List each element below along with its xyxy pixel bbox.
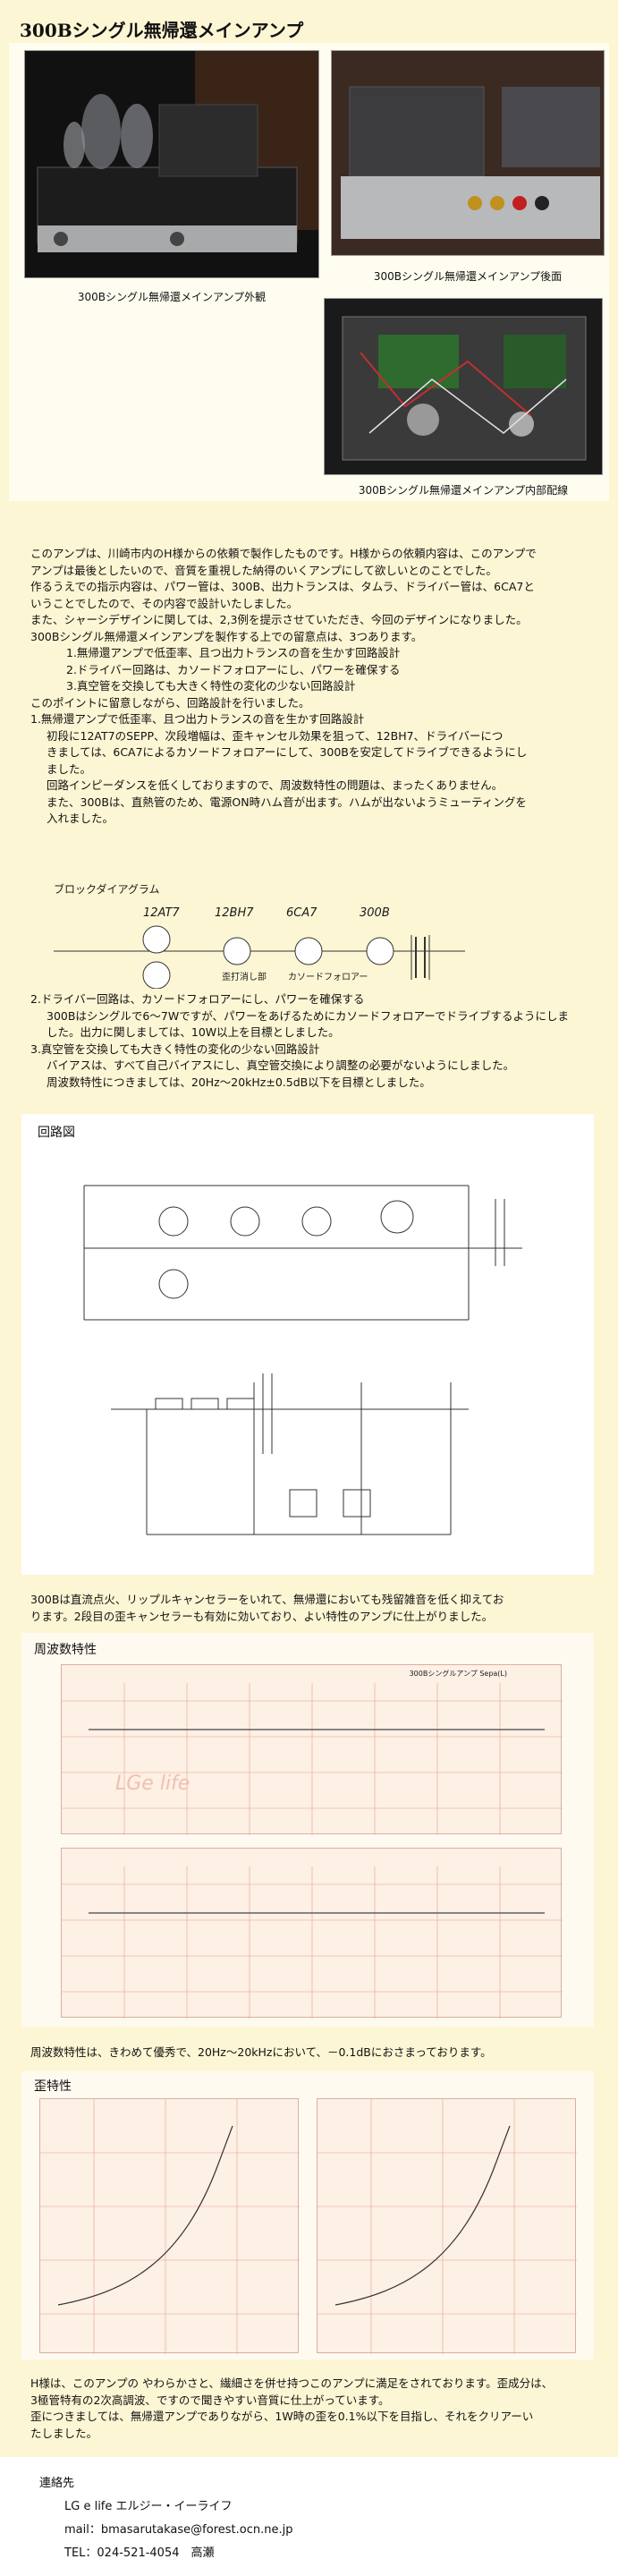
dist-graph-right bbox=[317, 2098, 577, 2354]
schematic-drawing bbox=[83, 1185, 522, 1535]
freq-graph-1: 300Bシングルアンプ Sepa(L) LGe life bbox=[61, 1664, 563, 1835]
point1-body-line: 回路インピーダンスを低くしておりますので、周波数特性の問題は、まったくありません… bbox=[47, 778, 504, 792]
cathode-label: カソードフォロアー bbox=[288, 973, 368, 982]
noise-line: 300Bは直流点火、リップルキャンセラーをいれて、無帰還においても残留雑音を低く… bbox=[30, 1593, 504, 1606]
point1-line: 1.無帰還アンプで低歪率、且つ出力トランスの音を生かす回路設計 bbox=[30, 712, 365, 726]
phase-label: 歪打消し部 bbox=[222, 973, 267, 982]
intro-line: 作るうえでの指示内容は、パワー管は、300B、出力トランスは、タムラ、ドライバー… bbox=[30, 580, 535, 593]
point1-body-line: また、300Bは、直熱管のため、電源ON時ハム音が出ます。ハムが出ないようミュー… bbox=[47, 795, 527, 809]
amp-front-image bbox=[25, 51, 318, 277]
point-item: 1.無帰還アンプで低歪率、且つ出力トランスの音を生かす回路設計 bbox=[66, 646, 401, 659]
front-photo bbox=[24, 50, 319, 278]
point2-line: 300Bはシングルで6～7Wですが、パワーをあげるためにカソードフォロアーでドラ… bbox=[47, 1008, 569, 1023]
contact-mail[interactable]: mail：bmasarutakase@forest.ocn.ne.jp bbox=[64, 2523, 293, 2537]
point2-text: 2.ドライバー回路は、カソードフォロアーにし、パワーを確保する 300Bはシング… bbox=[30, 991, 569, 1091]
dist-panel: 歪特性 bbox=[21, 2071, 594, 2359]
closing-line: 歪につきましては、無帰還アンプでありながら、1W時の歪を0.1%以下を目指し、そ… bbox=[30, 2410, 534, 2423]
inside-photo bbox=[324, 298, 603, 475]
schematic-panel: 回路図 bbox=[21, 1114, 594, 1575]
freq-grid-1 bbox=[62, 1683, 563, 1835]
intro-text: このアンプは、川崎市内のH様からの依頼で製作したものです。H様からの依頼内容は、… bbox=[30, 546, 537, 828]
point-item: 2.ドライバー回路は、カソードフォロアーにし、パワーを確保する bbox=[66, 662, 401, 676]
block-diagram-title: ブロックダイアグラム bbox=[54, 883, 160, 896]
point1-body-line: 入れました。 bbox=[47, 812, 114, 825]
schematic-title: 回路図 bbox=[38, 1126, 75, 1140]
point2-line: バイアスは、すべて自己バイアスにし、真空管交換により調整の必要がないようにしまし… bbox=[47, 1058, 515, 1072]
intro-line: このアンプは、川崎市内のH様からの依頼で製作したものです。H様からの依頼内容は、… bbox=[30, 547, 537, 560]
tube-label: 12BH7 bbox=[215, 906, 254, 920]
intro-line: 300Bシングル無帰還メインアンプを製作する上での留意点は、3つあります。 bbox=[30, 629, 423, 643]
rear-photo-caption: 300Bシングル無帰還メインアンプ後面 bbox=[373, 270, 563, 283]
dist-graph-left bbox=[39, 2098, 300, 2354]
noise-line: ります。2段目の歪キャンセラーも有効に効いており、よい特性のアンプに仕上がりまし… bbox=[30, 1609, 494, 1623]
front-photo-caption: 300Bシングル無帰還メインアンプ外観 bbox=[77, 291, 267, 303]
intro-line: いうことでしたので、その内容で設計いたしました。 bbox=[30, 596, 299, 610]
freq-panel: 周波数特性 300Bシングルアンプ Sepa(L) LGe life bbox=[21, 1633, 594, 2027]
contact-footer: 連絡先 LG e life エルジー・イーライフ mail：bmasarutak… bbox=[0, 2457, 618, 2576]
point2-line: 2.ドライバー回路は、カソードフォロアーにし、パワーを確保する bbox=[30, 992, 365, 1006]
point2-line: 周波数特性につきましては、20Hz～20kHz±0.5dB以下を目標としました。 bbox=[47, 1075, 431, 1089]
point2-line: した。出力に関しましては、10W以上を目標としました。 bbox=[47, 1025, 340, 1039]
intro-line: また、シャーシデザインに関しては、2,3例を提示させていただき、今回のデザインに… bbox=[30, 613, 528, 626]
point1-body-line: ました。 bbox=[47, 761, 92, 776]
freq-graph-2 bbox=[61, 1848, 563, 2019]
tube-label: 6CA7 bbox=[286, 906, 317, 920]
dist-grid-left bbox=[40, 2099, 300, 2354]
rear-photo bbox=[331, 50, 605, 256]
photo-panel: 300Bシングル無帰還メインアンプ外観 300Bシングル無帰還メインアンプ後面 … bbox=[9, 43, 609, 501]
page-title: 300Bシングル無帰還メインアンプ bbox=[20, 20, 304, 41]
point1-body-line: 初段に12AT7のSEPP、次段増幅は、歪キャンセル効果を狙って、12BH7、ド… bbox=[47, 728, 504, 743]
closing-line: H様は、このアンプの やわらかさと、繊細さを併せ持つこのアンプに満足をされており… bbox=[30, 2376, 554, 2390]
inside-photo-caption: 300Bシングル無帰還メインアンプ内部配線 bbox=[358, 484, 569, 497]
amp-inside-image bbox=[325, 299, 602, 474]
block-diagram-drawing bbox=[54, 925, 465, 989]
dist-grid-right bbox=[317, 2099, 577, 2354]
tube-label: 300B bbox=[360, 906, 390, 920]
amp-rear-image bbox=[332, 51, 604, 255]
point-item: 3.真空管を交換しても大きく特性の変化の少ない回路設計 bbox=[66, 679, 356, 693]
dist-title: 歪特性 bbox=[34, 2079, 72, 2094]
point1-line: このポイントに留意しながら、回路設計を行いました。 bbox=[30, 695, 310, 710]
closing-line: 3極管特有の2次高調波、ですので聞きやすい音質に仕上がっています。 bbox=[30, 2393, 390, 2407]
point1-body-line: きましては、6CA7によるカソードフォロアーにして、300Bを安定してドライブで… bbox=[47, 745, 528, 759]
point2-line: 3.真空管を交換しても大きく特性の変化の少ない回路設計 bbox=[30, 1041, 320, 1056]
block-diagram: ブロックダイアグラム 12AT7 12BH7 6CA7 300B 歪打消し部 カ… bbox=[54, 881, 555, 989]
closing-line: たしました。 bbox=[30, 2426, 98, 2440]
freq-title: 周波数特性 bbox=[34, 1643, 97, 1657]
contact-tel: TEL：024-521-4054 高瀬 bbox=[64, 2546, 215, 2560]
freq-grid-2 bbox=[62, 1866, 563, 2019]
noise-text: 300Bは直流点火、リップルキャンセラーをいれて、無帰還においても残留雑音を低く… bbox=[30, 1592, 504, 1625]
closing-text: H様は、このアンプの やわらかさと、繊細さを併せ持つこのアンプに満足をされており… bbox=[30, 2376, 553, 2442]
watermark: LGe life bbox=[115, 1773, 190, 1795]
contact-company: LG e life エルジー・イーライフ bbox=[64, 2500, 233, 2513]
freq-graph-header: 300Bシングルアンプ Sepa(L) bbox=[409, 1670, 507, 1678]
contact-label: 連絡先 bbox=[39, 2477, 75, 2490]
tube-label: 12AT7 bbox=[143, 906, 180, 920]
intro-line: アンプは最後としたいので、音質を重視した納得のいくアンプにして欲しいとのことでし… bbox=[30, 563, 497, 577]
freq-summary: 周波数特性は、きわめて優秀で、20Hz～20kHzにおいて、－0.1dBにおさま… bbox=[30, 2045, 492, 2059]
